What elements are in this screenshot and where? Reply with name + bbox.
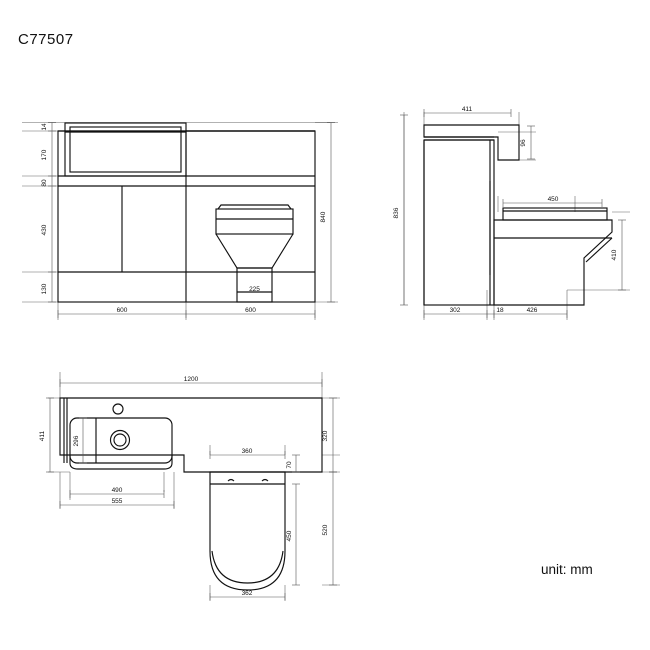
plan-dim-490: 490 (112, 487, 123, 494)
plan-dim-1200: 1200 (184, 376, 199, 383)
side-dim-410-line (618, 219, 626, 291)
plan-dim-360-line (209, 451, 286, 459)
side-dim-836-line (400, 114, 408, 306)
side-dim-450-line (502, 199, 603, 207)
front-dim-225: 225 (249, 286, 260, 293)
front-total-height-dimension (327, 122, 335, 303)
plan-view: 1200 411 296 (39, 372, 340, 601)
front-dim-840: 840 (320, 211, 327, 222)
front-dim-14: 14 (41, 123, 48, 131)
plan-basin-width-dimension-lines (59, 490, 175, 509)
front-dim-600-right: 600 (245, 307, 256, 314)
side-toilet-outline (493, 207, 613, 306)
side-dim-411: 411 (462, 106, 473, 113)
plan-dim-555: 555 (112, 498, 123, 505)
side-cabinet-outline (423, 124, 520, 306)
unit-note: unit: mm (541, 562, 593, 577)
plan-dim-450: 450 (286, 530, 293, 541)
plan-dim-411-line (46, 397, 54, 473)
side-extension-lines (403, 112, 630, 320)
plan-dim-1200-line (59, 379, 323, 387)
plan-right-dimension-lines (292, 397, 337, 586)
side-dim-302: 302 (450, 307, 461, 314)
plan-dim-320: 320 (322, 430, 329, 441)
plan-dim-296-line (79, 417, 87, 464)
side-elevation-view: 411 96 450 410 (393, 106, 630, 320)
plan-dim-296: 296 (73, 435, 80, 446)
side-dim-836: 836 (393, 207, 400, 218)
plan-toilet-outline (209, 471, 286, 591)
plan-dim-362: 362 (242, 590, 253, 597)
plan-worktop-outline (59, 397, 323, 473)
side-top-dimension-line (423, 109, 512, 117)
plan-dim-362-line (209, 593, 286, 601)
front-bottom-dimension-lines (57, 310, 316, 318)
front-dim-130: 130 (41, 283, 48, 294)
front-dim-170: 170 (41, 149, 48, 160)
page-title: C77507 (18, 31, 74, 48)
side-dim-18: 18 (496, 307, 504, 314)
plan-dim-411: 411 (39, 430, 46, 441)
front-extension-lines (22, 122, 338, 320)
side-dim-96: 96 (520, 139, 527, 147)
front-cabinet-outline (57, 122, 316, 303)
front-dim-600-left: 600 (117, 307, 128, 314)
front-vertical-dimension-lines (48, 122, 56, 303)
side-dim-426: 426 (527, 307, 538, 314)
front-toilet-outline (215, 204, 294, 303)
plan-dim-360: 360 (242, 448, 253, 455)
side-dim-450: 450 (548, 196, 559, 203)
side-dim-96-line (527, 125, 535, 160)
front-elevation-view: 14 170 80 430 130 840 225 600 600 (22, 122, 338, 320)
plan-dim-520: 520 (322, 524, 329, 535)
side-dim-410: 410 (611, 249, 618, 260)
plan-dim-70: 70 (286, 461, 293, 469)
side-bottom-dimension-lines (423, 310, 568, 318)
front-dim-430: 430 (41, 224, 48, 235)
front-dim-80: 80 (41, 179, 48, 187)
